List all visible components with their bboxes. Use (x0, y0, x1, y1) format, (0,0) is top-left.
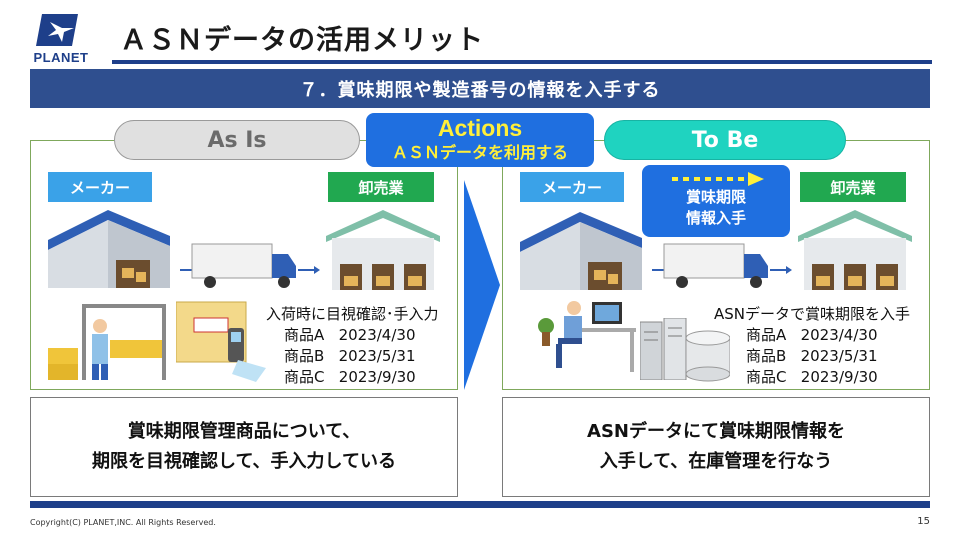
page-title: ＡＳＮデータの活用メリット (120, 25, 484, 56)
dotted-arrow-icon (672, 171, 764, 187)
truck-icon-left (180, 240, 320, 292)
actions-title: Actions (437, 115, 523, 141)
left-caption: 入荷時に目視確認･手入力 (266, 305, 439, 323)
as-is-summary: 賞味期限管理商品について、 期限を目視確認して、手入力している (30, 397, 458, 497)
right-item-date: 2023/9/30 (800, 368, 878, 386)
actions-subtitle: ＡＳＮデータを利用する (391, 143, 568, 162)
server-icon (640, 318, 688, 380)
left-item-product: 商品A (284, 326, 325, 344)
right-item-product: 商品C (746, 368, 787, 386)
left-item-product: 商品C (284, 368, 325, 386)
left-item-date: 2023/5/31 (338, 347, 416, 365)
to-be-summary-line1: ASNデータにて賞味期限情報を (587, 421, 845, 442)
warehouse-icon (46, 206, 172, 292)
distribution-center-icon-left (326, 208, 440, 290)
logo-text: PLANET (33, 50, 89, 65)
right-caption: ASNデータで賞味期限を入手 (714, 305, 911, 323)
database-icon (686, 330, 730, 382)
scanner-icon (176, 298, 272, 382)
expiry-line2: 情報入手 (685, 209, 746, 227)
expiry-info-box: 賞味期限 情報入手 (642, 165, 790, 237)
expiry-line1: 賞味期限 (685, 188, 746, 206)
to-be-summary-line2: 入手して、在庫管理を行なう (599, 451, 833, 472)
footer-line (30, 501, 930, 508)
worker-icon (48, 298, 172, 382)
right-item-date: 2023/5/31 (800, 347, 878, 365)
title-underline (112, 60, 932, 64)
maker-tag-left: メーカー (48, 172, 152, 202)
to-be-summary: ASNデータにて賞味期限情報を 入手して、在庫管理を行なう (502, 397, 930, 497)
right-item-date: 2023/4/30 (800, 326, 878, 344)
truck-icon-right (652, 240, 792, 292)
big-right-arrow-icon (464, 180, 500, 390)
office-worker-icon (536, 294, 636, 374)
right-item-product: 商品A (746, 326, 787, 344)
left-item-date: 2023/4/30 (338, 326, 416, 344)
wholesale-tag-left: 卸売業 (328, 172, 434, 202)
left-item-date: 2023/9/30 (338, 368, 416, 386)
right-item-product: 商品B (746, 347, 787, 365)
copyright: Copyright(C) PLANET,INC. All Rights Rese… (30, 518, 216, 527)
as-is-label: As Is (114, 120, 360, 160)
section-banner: ７．賞味期限や製造番号の情報を入手する (30, 69, 930, 108)
distribution-center-icon-right (798, 208, 912, 290)
actions-box: Actions ＡＳＮデータを利用する (366, 113, 594, 167)
to-be-label: To Be (604, 120, 846, 160)
planet-logo-icon (22, 12, 100, 64)
as-is-summary-line1: 賞味期限管理商品について、 (127, 421, 361, 442)
left-item-product: 商品B (284, 347, 325, 365)
warehouse-icon-right (518, 208, 644, 294)
left-info-block: 入荷時に目視確認･手入力 商品A 2023/4/30 商品B 2023/5/31… (266, 304, 439, 388)
right-info-block: ASNデータで賞味期限を入手 商品A 2023/4/30 商品B 2023/5/… (714, 304, 910, 388)
wholesale-tag-right: 卸売業 (800, 172, 906, 202)
page-number: 15 (917, 516, 930, 527)
maker-tag-right: メーカー (520, 172, 624, 202)
as-is-summary-line2: 期限を目視確認して、手入力している (91, 451, 397, 472)
